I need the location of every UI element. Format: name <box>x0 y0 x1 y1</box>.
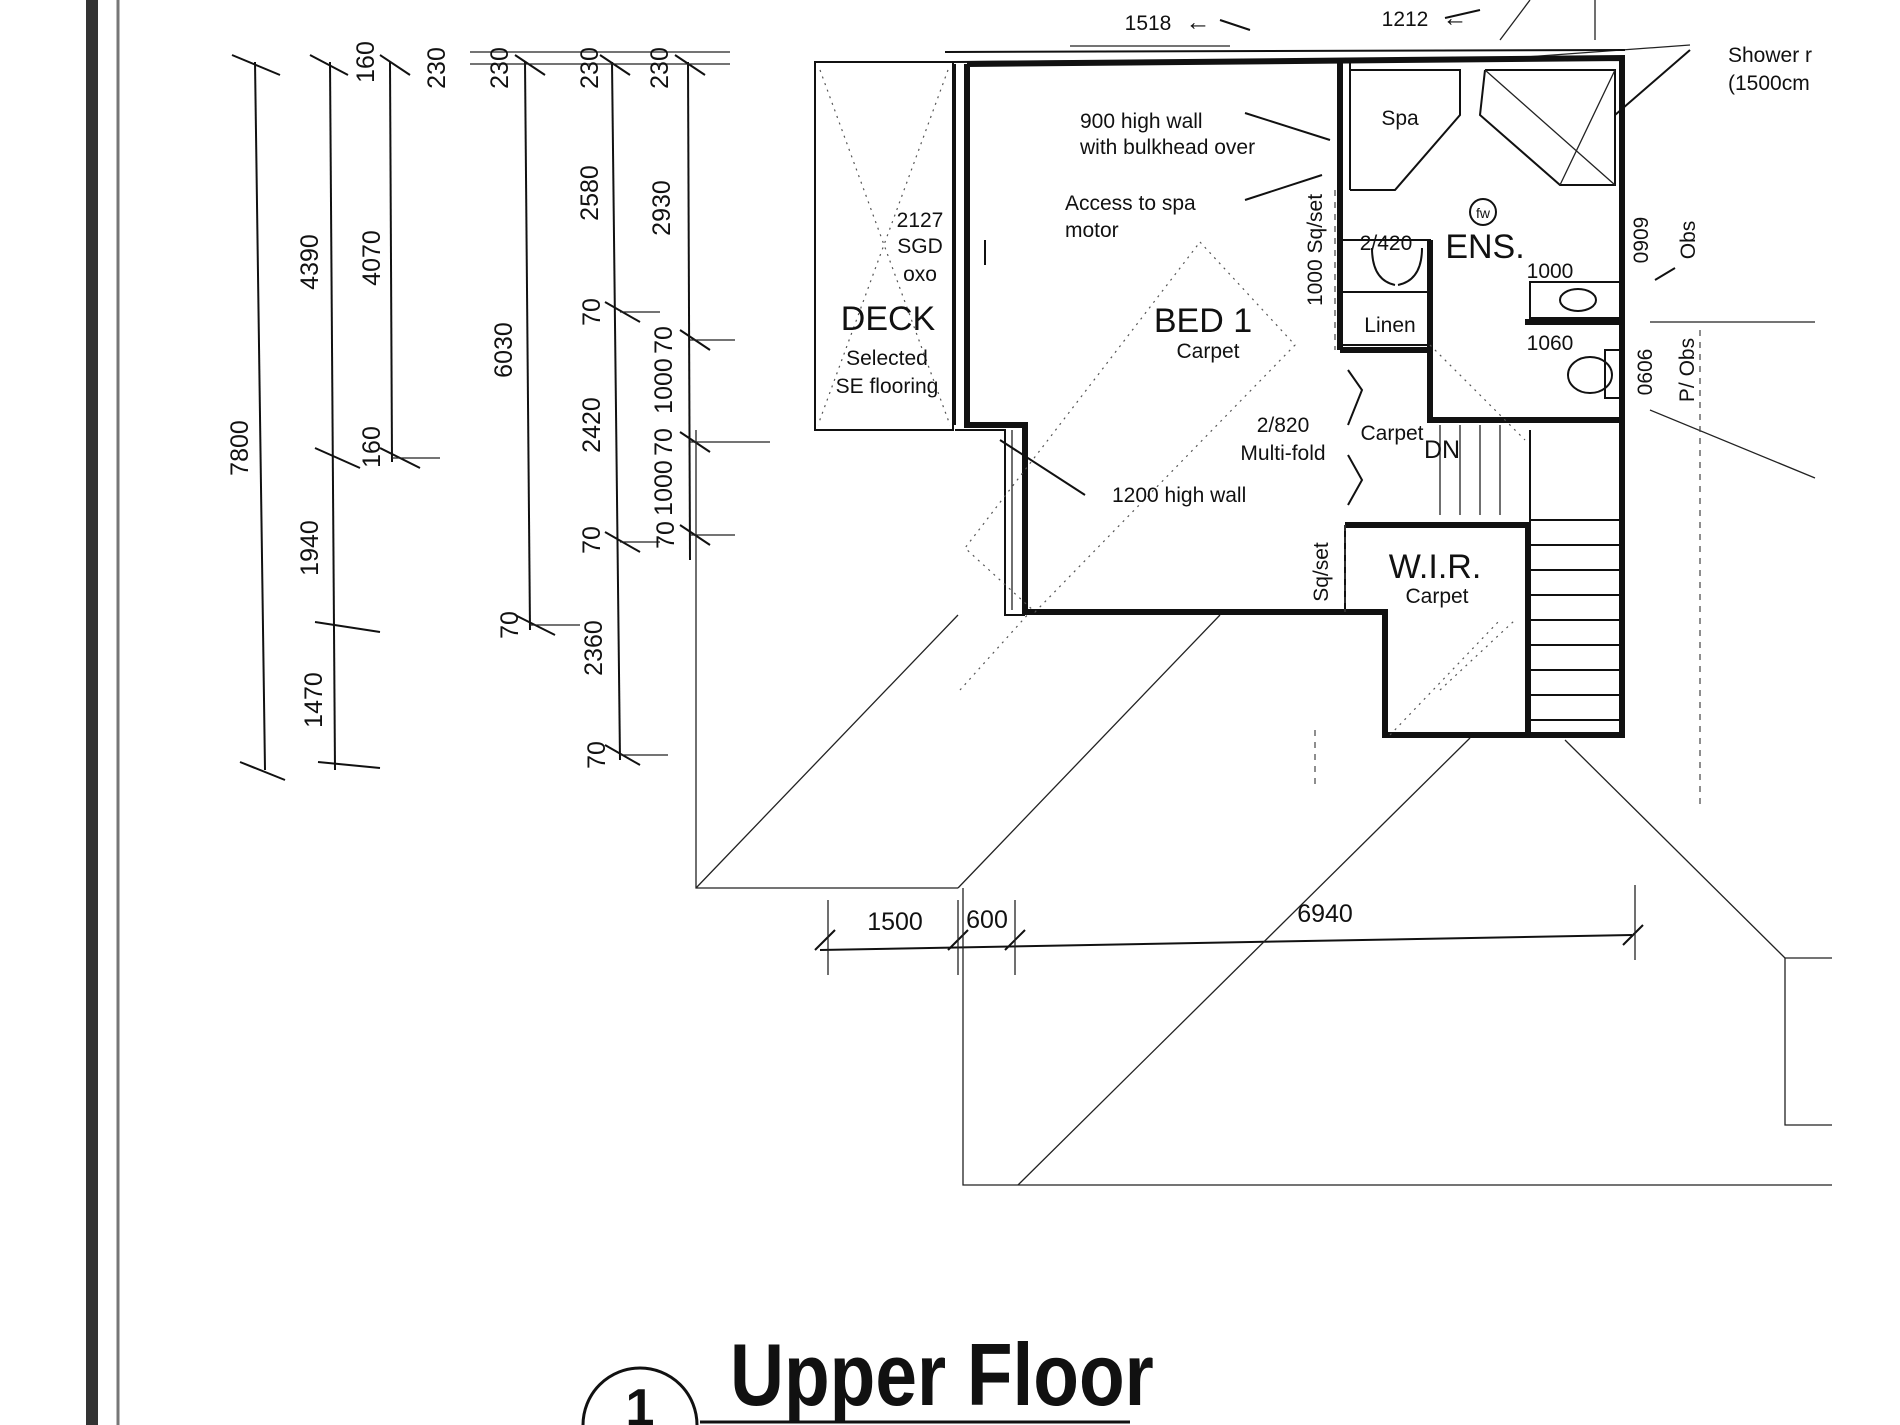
note-sqset: Sq/set <box>1310 542 1333 602</box>
note-window-0909-obs: Obs <box>1677 221 1700 260</box>
dim-col6-5: 1000 <box>650 460 678 516</box>
dim-col5-4: 70 <box>578 526 606 554</box>
note-window-0606-obs: P/ Obs <box>1676 338 1699 402</box>
dim-col5-0: 230 <box>576 47 604 89</box>
room-linen-name: Linen <box>1364 314 1415 337</box>
hall-stair-dn: DN <box>1424 436 1460 464</box>
view-number-circle <box>581 1366 699 1425</box>
view-number: 1 <box>626 1379 655 1425</box>
note-sqset-1000: 1000 Sq/set <box>1304 194 1327 306</box>
dim-col5-6: 70 <box>583 741 611 769</box>
dim-col6-2: 70 <box>650 326 678 354</box>
dim-top-1212: 1212 <box>1382 8 1429 31</box>
room-wir-name: W.I.R. <box>1389 548 1482 586</box>
drawing-title: Upper Floor <box>730 1326 1154 1424</box>
dimension-lines <box>231 51 1644 975</box>
plan-walls <box>814 9 1701 810</box>
note-wall-900-line2: with bulkhead over <box>1079 136 1255 159</box>
arrow-top-1518: ← <box>1186 8 1211 36</box>
note-spa-access-line1: Access to spa <box>1065 192 1196 215</box>
note-shower-line1: Shower r <box>1728 44 1812 67</box>
note-window-0606: 0606 <box>1634 349 1657 396</box>
dim-col5-1: 2580 <box>576 165 604 221</box>
roof-outline <box>695 0 1832 1186</box>
room-deck-name: DECK <box>841 300 936 338</box>
dim-col3-0: 160 <box>352 41 380 83</box>
page-left-border <box>86 0 98 1425</box>
note-door-420: 2/420 <box>1360 232 1413 255</box>
dim-col2-1: 1940 <box>296 520 324 576</box>
note-wall-900-line1: 900 high wall <box>1080 110 1203 133</box>
note-sgd-line1: 2127 <box>897 209 944 232</box>
dim-col2-2: 1470 <box>300 672 328 728</box>
room-spa-name: Spa <box>1381 107 1419 130</box>
dim-col2-0: 4390 <box>296 234 324 290</box>
note-sgd-line3: oxo <box>903 263 937 286</box>
note-door-820-line1: 2/820 <box>1257 414 1310 437</box>
note-vanity-1000: 1000 <box>1527 260 1574 283</box>
dim-col4-3: 70 <box>496 611 524 639</box>
room-bed1-finish: Carpet <box>1176 340 1239 363</box>
room-ens-name: ENS. <box>1445 228 1524 266</box>
dim-col6-3: 1000 <box>650 358 678 414</box>
dim-col3-2: 160 <box>358 426 386 468</box>
arrow-top-1212: ← <box>1443 4 1468 32</box>
stair-treads <box>1439 425 1622 721</box>
dim-col5-5: 2360 <box>580 620 608 676</box>
hall-finish: Carpet <box>1360 422 1423 445</box>
note-wall-1200: 1200 high wall <box>1112 484 1246 507</box>
dim-col6-0: 230 <box>646 47 674 89</box>
note-shower-line2: (1500cm <box>1728 72 1810 95</box>
note-vanity-1060: 1060 <box>1527 332 1574 355</box>
room-wir-finish: Carpet <box>1405 585 1468 608</box>
note-spa-access-line2: motor <box>1065 219 1119 242</box>
dim-col6-6: 70 <box>652 521 680 549</box>
dim-bottom-2: 6940 <box>1297 900 1353 928</box>
dim-bottom-0: 1500 <box>867 908 923 936</box>
dim-col5-3: 2420 <box>578 397 606 453</box>
dim-col4-0: 230 <box>423 47 451 89</box>
dim-col5-2: 70 <box>578 298 606 326</box>
note-sgd-line2: SGD <box>897 235 943 258</box>
room-bed1-name: BED 1 <box>1154 302 1252 340</box>
dim-bottom-1: 600 <box>966 906 1008 934</box>
dim-col6-1: 2930 <box>648 180 676 236</box>
note-window-0909: 0909 <box>1630 217 1653 264</box>
dim-col1-0: 7800 <box>226 420 254 476</box>
dim-col6-4: 70 <box>650 428 678 456</box>
note-fw: fw <box>1476 205 1491 221</box>
room-deck-finish-1: Selected <box>846 347 928 370</box>
dim-col4-2: 6030 <box>490 322 518 378</box>
dim-col3-1: 4070 <box>358 230 386 286</box>
room-deck-finish-2: SE flooring <box>836 375 939 398</box>
dim-col4-1: 230 <box>486 47 514 89</box>
note-door-820-line2: Multi-fold <box>1240 442 1325 465</box>
dim-top-1518: 1518 <box>1125 12 1172 35</box>
